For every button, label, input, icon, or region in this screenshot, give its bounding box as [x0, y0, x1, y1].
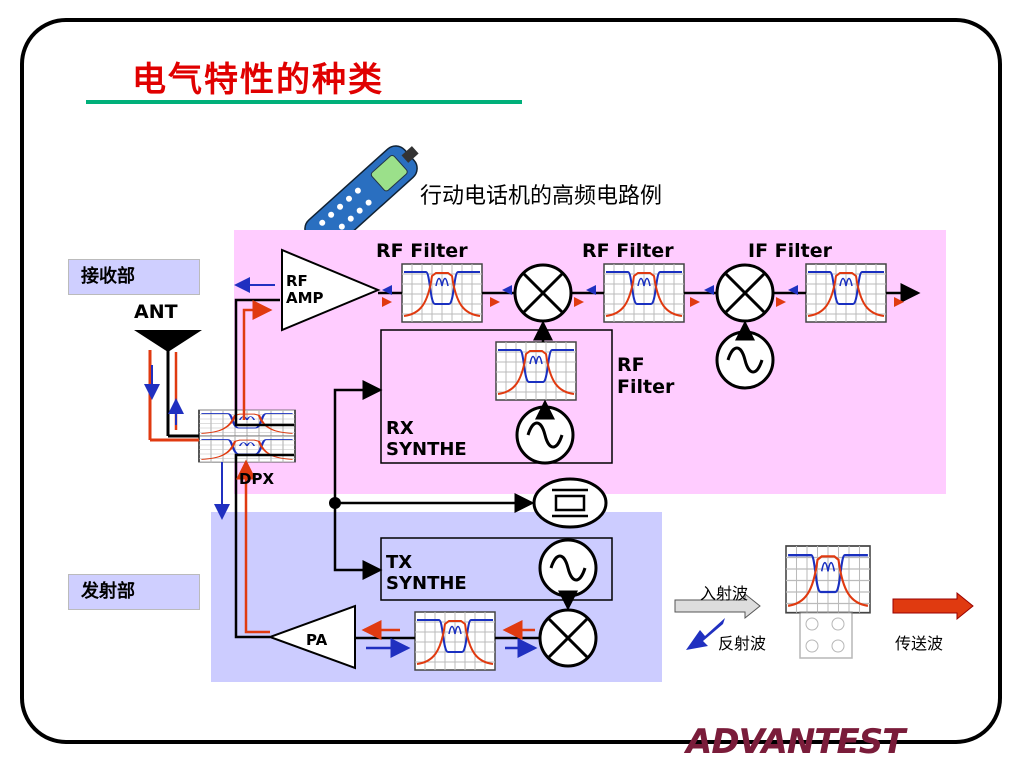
rf-filter-synth [495, 341, 577, 401]
if-filter [805, 263, 887, 323]
tx-section-label: 发射部 [68, 574, 200, 610]
rf-filter-2-label: RF Filter [582, 240, 674, 262]
advantest-logo: ADVANTEST [686, 722, 905, 762]
rf-filter-1-label: RF Filter [376, 240, 468, 262]
rx-section-label: 接收部 [68, 259, 200, 295]
ant-label: ANT [134, 301, 178, 323]
if-filter-label: IF Filter [748, 240, 833, 262]
rf-filter-synth-label: RF Filter [617, 354, 674, 398]
rf-amp-line1: RF [286, 272, 308, 290]
rx-synthe-line2: SYNTHE [386, 439, 467, 460]
rx-synthe-line1: RX [386, 418, 414, 439]
osc-rx [515, 405, 575, 465]
slide-frame [20, 18, 1002, 744]
tx-synthe-line1: TX [386, 552, 413, 573]
title-underline [86, 100, 522, 104]
incident-arrow-icon [674, 592, 761, 620]
rf-amp [281, 248, 381, 332]
rf-filter-synth-line2: Filter [617, 376, 675, 398]
tx-filter [414, 611, 496, 671]
page-title: 电气特性的种类 [132, 60, 384, 100]
mixer-tx [538, 608, 598, 668]
rf-amp-label: RF AMP [286, 273, 324, 307]
reflected-arrow-icon [686, 618, 725, 650]
osc-if [715, 330, 775, 390]
mixer-2 [715, 263, 775, 323]
transmitted-arrow-icon [892, 591, 974, 621]
rf-amp-line2: AMP [286, 289, 324, 307]
crystal-oscillator [532, 477, 608, 529]
pa-label: PA [306, 631, 328, 649]
rx-synthe-label: RX SYNTHE [386, 418, 467, 460]
transmitted-wave-label: 传送波 [895, 634, 944, 653]
dpx-label: DPX [239, 470, 275, 488]
incident-wave-label: 入射波 [700, 584, 749, 603]
rf-filter-2 [603, 263, 685, 323]
tx-synthe-label: TX SYNTHE [386, 552, 467, 594]
rf-filter-1 [401, 263, 483, 323]
mixer-1 [513, 263, 573, 323]
mobile-phone-icon [304, 145, 419, 253]
rf-filter-synth-line1: RF [617, 354, 645, 376]
filter-component-icon [799, 611, 853, 659]
tx-synthe-line2: SYNTHE [386, 573, 467, 594]
osc-tx [538, 538, 598, 598]
reflected-wave-label: 反射波 [718, 634, 767, 653]
diagram-subtitle: 行动电话机的高频电路例 [420, 184, 663, 209]
